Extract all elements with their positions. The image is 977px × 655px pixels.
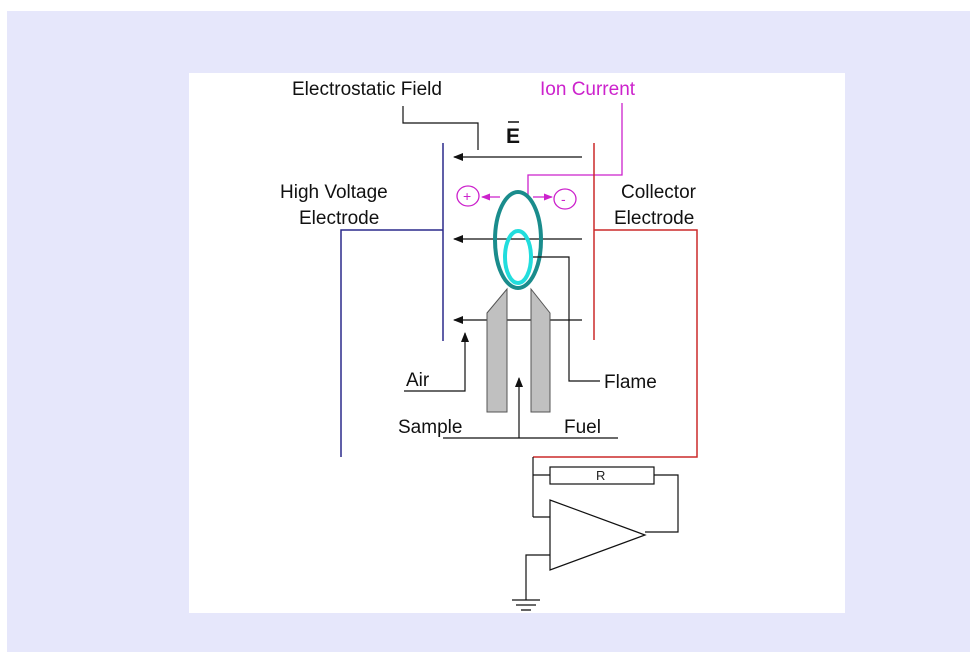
flame-inner <box>503 229 533 285</box>
plus-sign: + <box>463 188 471 204</box>
sample-label: Sample <box>398 417 462 438</box>
collector-wire <box>533 229 698 458</box>
high-voltage-wire <box>340 229 443 457</box>
collector-label-line1: Collector <box>621 182 697 203</box>
air-label: Air <box>406 370 430 391</box>
op-amp-triangle <box>549 499 647 571</box>
flame-leader-line <box>533 256 600 382</box>
high-voltage-label-line2: Electrode <box>299 208 379 229</box>
electrostatic-field-label: Electrostatic Field <box>292 79 442 100</box>
burner-right-wall <box>530 287 551 413</box>
flame-outer <box>493 190 543 290</box>
flame-label: Flame <box>604 372 657 393</box>
burner-left-wall <box>486 287 508 413</box>
air-arrow <box>404 332 469 392</box>
ion-current-label: Ion Current <box>540 79 636 100</box>
positive-ion-icon <box>456 185 480 207</box>
feedback-wire <box>645 474 679 533</box>
ground-wire <box>525 554 550 600</box>
field-leader-line <box>402 106 479 150</box>
diagram-panel <box>189 73 845 613</box>
negative-ion-icon <box>553 188 577 210</box>
resistor-label: R <box>596 468 605 483</box>
fuel-label: Fuel <box>564 417 601 438</box>
e-vector-label: E <box>506 125 520 148</box>
high-voltage-label-line1: High Voltage <box>280 182 388 203</box>
ion-current-leader-line <box>527 103 623 195</box>
minus-sign: - <box>561 191 566 207</box>
collector-label-line2: Electrode <box>614 208 694 229</box>
